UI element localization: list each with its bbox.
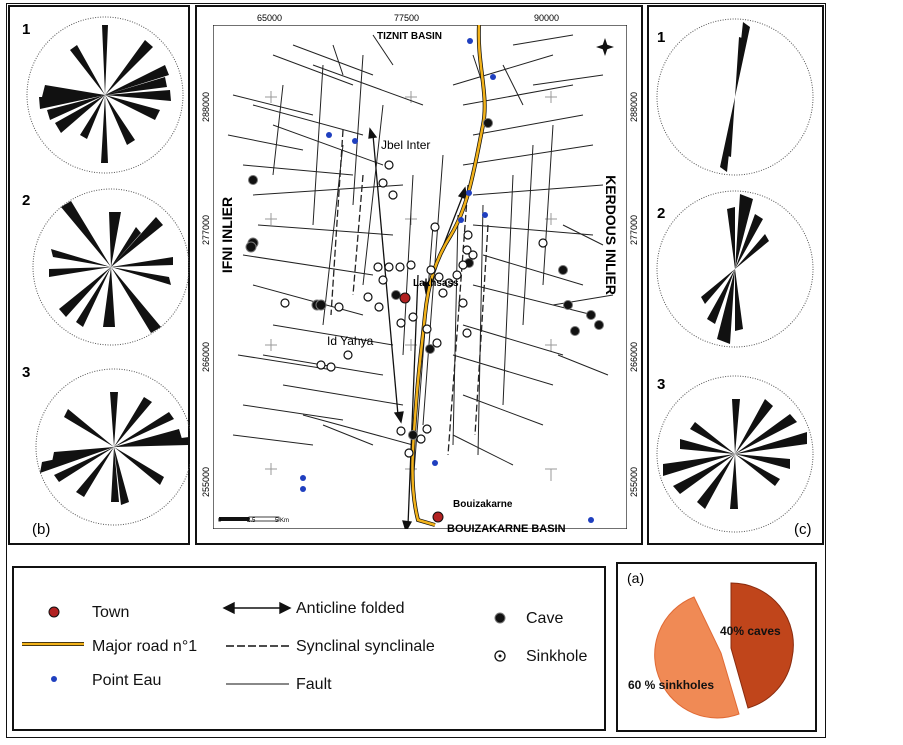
x-tick-90000: 90000 [534,13,560,23]
rose-number-3-right: 3 [657,376,666,393]
legend-anticline-label: Anticline folded [296,600,405,617]
map-canvas [213,25,627,529]
panel-label-a: (a) [627,570,645,586]
label-tiznit-basin: TIZNIT BASIN [377,31,442,42]
legend-syncline-label: Synclinal synclinale [296,638,435,655]
pie-panel: (a) 40% caves 60 % sinkholes [616,562,817,732]
rose-diagrams-left [26,16,190,526]
anticline-legend-icon [222,601,292,615]
scale-label-0: 0 [218,518,222,524]
rose-number-3: 3 [22,364,31,381]
legend-fault-label: Fault [296,676,332,693]
x-tick-77500: 77500 [394,13,420,23]
cave-markers [245,118,604,440]
pie-label-sinkholes: 60 % sinkholes [628,678,715,692]
legend-road-label: Major road n°1 [92,638,198,655]
x-tick-65000: 65000 [257,13,283,23]
label-id-yahya: Id Yahya [327,334,374,348]
label-jbel-inter: Jbel Inter [381,138,431,152]
legend-cave-label: Cave [526,610,564,627]
legend-town-label: Town [92,604,130,621]
label-bouizakarne-basin: BOUIZAKARNE BASIN [447,523,566,535]
pie-slice-sinkholes [654,596,740,719]
y-tick-right-288000: 288000 [629,91,639,122]
rose-panel-right: 1 2 3 (c) [647,5,824,545]
y-tick-left-255000: 255000 [201,466,211,497]
rose-diagram-2 [656,190,814,348]
point-eau-legend-icon [51,676,57,682]
label-kerdous-inlier: KERDOUS INLIER [602,175,619,295]
synclines [330,129,489,456]
sinkhole-markers [280,160,548,458]
point-eau-markers [300,38,594,523]
rose-diagram-3 [656,375,814,533]
y-tick-right-255000: 255000 [629,466,639,497]
pie-slice-caves [730,582,794,709]
scale-bar [219,516,280,522]
map-panel: 65000 77500 90000 288000 277000 266000 2… [195,5,643,545]
label-ifni-inlier: IFNI INLIER [219,196,236,274]
pie-chart [654,582,794,719]
town-legend-icon [48,606,60,618]
scale-label-mid: 2.5 [247,518,256,524]
panel-label-b: (b) [32,521,51,538]
legend-point-eau-label: Point Eau [92,672,162,689]
pie-label-caves: 40% caves [720,624,781,638]
rose-diagrams-right [656,18,814,533]
rose-number-1: 1 [22,21,31,38]
y-tick-left-288000: 288000 [201,91,211,122]
y-tick-right-266000: 266000 [629,341,639,372]
anticlines [368,127,468,529]
rose-number-2-right: 2 [657,205,666,222]
y-tick-left-277000: 277000 [201,214,211,245]
rose-panel-left: 1 2 3 (b) [8,5,190,545]
legend-symbols [22,601,506,685]
scale-label-end: 5 Km [275,518,290,524]
rose-diagram-3 [35,368,190,526]
panel-label-c: (c) [794,521,812,538]
rose-diagram-1 [656,18,814,176]
faults [227,34,614,486]
legend-panel: Town Major road n°1 Point Eau Anticline … [12,566,606,731]
rose-number-1-right: 1 [657,29,666,46]
town-markers [399,292,444,523]
north-arrow-icon [596,38,614,56]
y-tick-right-277000: 277000 [629,214,639,245]
y-tick-left-266000: 266000 [201,341,211,372]
label-bouizakarne-town: Bouizakarne [453,499,513,510]
legend-sinkhole-label: Sinkhole [526,648,588,665]
label-lakhsass: Lakhsass [413,278,459,289]
rose-diagram-1 [26,16,184,174]
rose-diagram-2 [32,188,190,346]
rose-number-2: 2 [22,192,31,209]
cave-legend-icon [494,612,506,624]
